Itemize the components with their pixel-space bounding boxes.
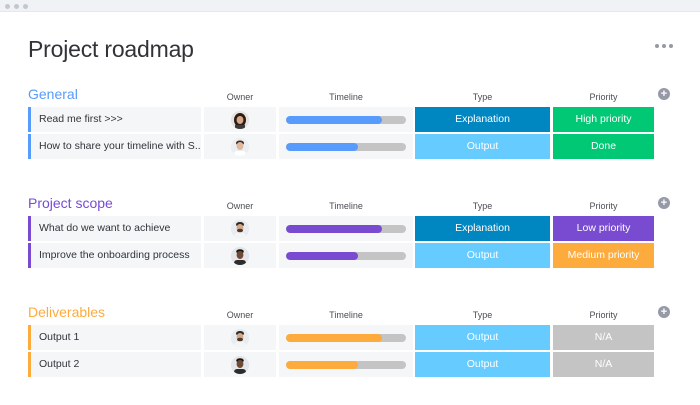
more-horizontal-icon[interactable] xyxy=(655,40,675,52)
timeline-bar-fill xyxy=(286,333,382,342)
timeline-bar[interactable] xyxy=(286,333,406,342)
owner-cell[interactable] xyxy=(204,107,276,132)
item-name[interactable]: Improve the onboarding process xyxy=(28,243,201,268)
item-name[interactable]: What do we want to achieve xyxy=(28,216,201,241)
timeline-cell[interactable] xyxy=(279,352,413,377)
timeline-bar[interactable] xyxy=(286,360,406,369)
timeline-bar-fill xyxy=(286,115,382,124)
add-column-icon[interactable]: + xyxy=(658,197,670,209)
owner-cell[interactable] xyxy=(204,216,276,241)
page-title: Project roadmap xyxy=(28,36,194,62)
timeline-cell[interactable] xyxy=(279,243,413,268)
avatar[interactable] xyxy=(231,137,249,156)
priority-label[interactable]: Low priority xyxy=(553,216,654,241)
timeline-bar-fill xyxy=(286,360,358,369)
column-header-priority: Priority xyxy=(589,201,618,211)
avatar[interactable] xyxy=(231,110,249,129)
column-header-owner: Owner xyxy=(226,310,254,320)
owner-cell[interactable] xyxy=(204,134,276,159)
avatar[interactable] xyxy=(231,246,249,265)
timeline-bar[interactable] xyxy=(286,142,406,151)
type-label[interactable]: Explanation xyxy=(415,107,550,132)
group-title[interactable]: General xyxy=(28,86,78,102)
type-label[interactable]: Output xyxy=(415,243,550,268)
timeline-cell[interactable] xyxy=(279,107,413,132)
timeline-bar[interactable] xyxy=(286,224,406,233)
column-header-timeline: Timeline xyxy=(329,201,363,211)
timeline-bar-fill xyxy=(286,224,382,233)
group-title[interactable]: Deliverables xyxy=(28,304,106,320)
window-dot-icon[interactable] xyxy=(5,4,10,9)
avatar[interactable] xyxy=(231,355,249,374)
priority-label[interactable]: High priority xyxy=(553,107,654,132)
column-header-type: Type xyxy=(472,92,493,102)
add-column-icon[interactable]: + xyxy=(658,306,670,318)
owner-cell[interactable] xyxy=(204,325,276,350)
column-header-timeline: Timeline xyxy=(329,92,363,102)
timeline-bar[interactable] xyxy=(286,251,406,260)
column-header-timeline: Timeline xyxy=(329,310,363,320)
window-titlebar xyxy=(0,0,700,12)
owner-cell[interactable] xyxy=(204,243,276,268)
priority-label[interactable]: N/A xyxy=(553,352,654,377)
table-row[interactable]: How to share your timeline with S... Outp… xyxy=(28,134,656,159)
column-header-type: Type xyxy=(472,201,493,211)
timeline-cell[interactable] xyxy=(279,134,413,159)
timeline-bar[interactable] xyxy=(286,115,406,124)
timeline-bar-fill xyxy=(286,142,358,151)
column-header-type: Type xyxy=(472,310,493,320)
avatar[interactable] xyxy=(231,328,249,347)
type-label[interactable]: Explanation xyxy=(415,216,550,241)
type-label[interactable]: Output xyxy=(415,134,550,159)
add-column-icon[interactable]: + xyxy=(658,88,670,100)
priority-label[interactable]: Done xyxy=(553,134,654,159)
item-name[interactable]: How to share your timeline with S... xyxy=(28,134,201,159)
window-dot-icon[interactable] xyxy=(23,4,28,9)
item-name[interactable]: Output 1 xyxy=(28,325,201,350)
avatar[interactable] xyxy=(231,219,249,238)
column-header-owner: Owner xyxy=(226,201,254,211)
priority-label[interactable]: N/A xyxy=(553,325,654,350)
column-header-owner: Owner xyxy=(226,92,254,102)
group-title[interactable]: Project scope xyxy=(28,195,113,211)
timeline-cell[interactable] xyxy=(279,325,413,350)
item-name[interactable]: Read me first >>> xyxy=(28,107,201,132)
owner-cell[interactable] xyxy=(204,352,276,377)
item-name[interactable]: Output 2 xyxy=(28,352,201,377)
type-label[interactable]: Output xyxy=(415,352,550,377)
type-label[interactable]: Output xyxy=(415,325,550,350)
window-dot-icon[interactable] xyxy=(14,4,19,9)
priority-label[interactable]: Medium priority xyxy=(553,243,654,268)
column-header-priority: Priority xyxy=(589,310,618,320)
column-header-priority: Priority xyxy=(589,92,618,102)
timeline-cell[interactable] xyxy=(279,216,413,241)
timeline-bar-fill xyxy=(286,251,358,260)
